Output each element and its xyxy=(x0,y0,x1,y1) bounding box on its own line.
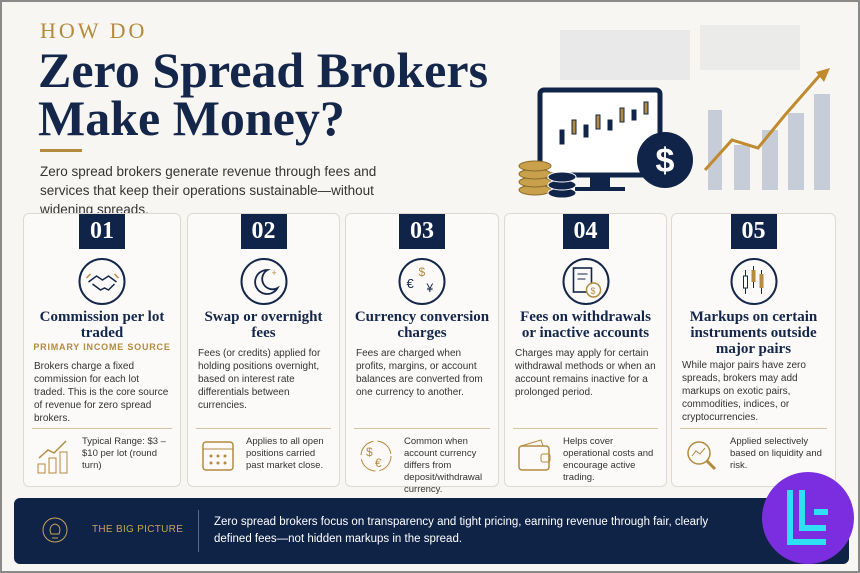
big-picture-label: THE BIG PICTURE xyxy=(92,524,184,535)
gold-rule xyxy=(40,149,82,152)
brand-logo xyxy=(762,472,854,564)
card-tag: PRIMARY INCOME SOURCE xyxy=(33,342,171,352)
card-05: 05 Markups on certain instruments outsid… xyxy=(671,213,836,487)
card-number: 03 xyxy=(399,214,445,249)
bar xyxy=(814,94,830,190)
card-description: Charges may apply for certain withdrawal… xyxy=(515,348,656,398)
card-title: Currency conversion charges xyxy=(354,309,490,341)
card-footer-text: Applies to all open positions carried pa… xyxy=(246,436,324,471)
invoice-dollar-icon: $ xyxy=(562,258,609,305)
divider xyxy=(32,428,172,429)
card-title: Fees on withdrawals or inactive accounts xyxy=(520,309,651,341)
divider xyxy=(354,428,490,429)
bar xyxy=(788,113,804,190)
divider xyxy=(196,428,331,429)
svg-text:+: + xyxy=(272,268,277,278)
svg-text:$: $ xyxy=(418,265,425,279)
big-picture-text: Zero spread brokers focus on transparenc… xyxy=(214,516,709,545)
card-title: Swap or overnight fees xyxy=(204,309,323,341)
card-footer-text: Applied selectively based on liquidity a… xyxy=(730,436,822,471)
card-number: 01 xyxy=(79,214,125,249)
title-line-2: Make Money? xyxy=(38,90,345,146)
calendar-icon xyxy=(202,441,234,471)
svg-text:¥: ¥ xyxy=(425,281,433,295)
svg-text:€: € xyxy=(406,276,414,291)
card-number: 02 xyxy=(240,214,287,249)
card-footer-text: Common when account currency differs fro… xyxy=(404,436,483,495)
card-number: 04 xyxy=(562,214,609,249)
card-01: 01 Commission per lot traded PRIMARY INC… xyxy=(23,213,181,487)
card-02: 02 + Swap or overnight fees Fees (or cre… xyxy=(187,213,340,487)
lightbulb-icon xyxy=(42,517,68,543)
card-number: 05 xyxy=(730,214,777,249)
divider xyxy=(513,428,658,429)
subtitle: Zero spread brokers generate revenue thr… xyxy=(40,164,377,217)
currency-exchange-icon: € $¥ xyxy=(398,258,446,305)
growth-chart-icon xyxy=(37,440,68,474)
big-picture-banner: THE BIG PICTURE Zero spread brokers focu… xyxy=(14,498,849,564)
moon-icon: + xyxy=(240,258,287,305)
svg-text:$: $ xyxy=(591,286,596,296)
divider xyxy=(198,510,199,552)
bar xyxy=(708,110,722,190)
trend-arrow xyxy=(703,74,822,172)
card-title: Commission per lot traded xyxy=(39,309,165,341)
dollar-euro-exchange-icon: $€ xyxy=(360,440,392,472)
candlestick-icon xyxy=(730,258,777,305)
svg-text:$: $ xyxy=(366,445,373,459)
handshake-icon xyxy=(78,258,126,305)
card-03: 03 €$¥ Currency conversion charges Fees … xyxy=(345,213,499,495)
magnifier-chart-icon xyxy=(687,441,717,471)
card-description: Fees are charged when profits, margins, … xyxy=(356,348,483,398)
world-map-dots xyxy=(560,25,800,80)
card-description: Brokers charge a fixed commission for ea… xyxy=(34,361,169,424)
hero-illustration: $ xyxy=(518,25,830,199)
svg-text:€: € xyxy=(375,456,382,470)
dollar-coin-icon xyxy=(637,132,693,188)
bar xyxy=(762,130,778,190)
title-line-1: Zero Spread Brokers xyxy=(38,42,489,98)
coin-stack-icon xyxy=(518,160,552,196)
svg-text:$: $ xyxy=(656,142,675,180)
card-title: Markups on certain instruments outside m… xyxy=(689,309,818,357)
card-description: While major pairs have zero spreads, bro… xyxy=(682,360,806,423)
wallet-icon xyxy=(518,439,551,471)
card-footer-text: Typical Range: $3 – $10 per lot (round t… xyxy=(82,436,166,471)
divider xyxy=(680,428,827,429)
card-04: 04 $ Fees on withdrawals or inactive acc… xyxy=(504,213,667,487)
kicker: HOW DO xyxy=(40,18,148,43)
bar xyxy=(734,145,750,190)
card-footer-text: Helps cover operational costs and encour… xyxy=(563,436,654,483)
card-description: Fees (or credits) applied for holding po… xyxy=(198,348,321,411)
